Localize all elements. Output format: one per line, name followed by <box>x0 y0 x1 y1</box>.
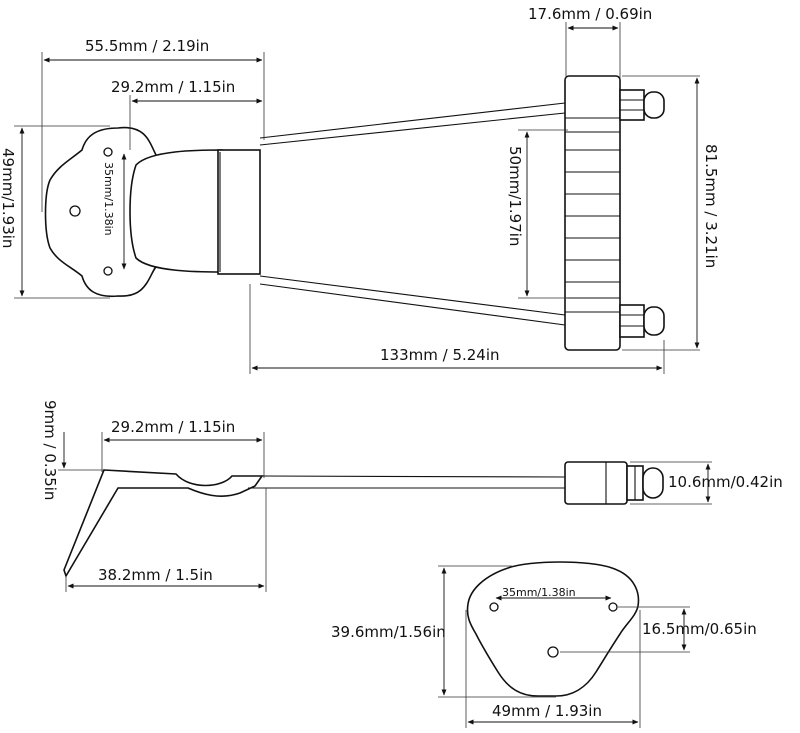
top-plate-height-label: 49mm/1.93in <box>0 148 17 248</box>
side-neck-length-label: 29.2mm / 1.15in <box>111 418 235 436</box>
side-body <box>63 469 264 578</box>
arm-length-label: 133mm / 5.24in <box>380 346 500 364</box>
plate-width-label: 49mm / 1.93in <box>492 702 602 720</box>
outer-span-label: 81.5mm / 3.21in <box>702 144 720 268</box>
top-neck-length-label: 29.2mm / 1.15in <box>111 78 235 96</box>
plate-hole-spacing-label: 35mm/1.38in <box>502 586 576 599</box>
top-neck <box>129 149 223 273</box>
inner-span-label: 50mm/1.97in <box>506 146 524 246</box>
plate-hole-offset-label: 16.5mm/0.65in <box>642 620 757 638</box>
side-base-length-label: 38.2mm / 1.5in <box>98 566 213 584</box>
side-view: 29.2mm / 1.15in 9mm / 0.35in 38.2mm / 1.… <box>41 400 783 592</box>
plate-outline <box>466 561 640 697</box>
top-arms <box>259 102 566 326</box>
plate-view: 35mm/1.38in 39.6mm/1.56in 16.5mm/0.65in … <box>331 561 757 728</box>
plate-height-label: 39.6mm/1.56in <box>331 623 446 641</box>
top-collar <box>217 149 261 275</box>
bar-width-label: 17.6mm / 0.69in <box>528 5 652 23</box>
side-bar-height-label: 10.6mm/0.42in <box>668 473 783 491</box>
top-hole-spacing-label: 35mm/1.38in <box>102 162 115 236</box>
side-bar <box>564 461 628 505</box>
top-total-length-label: 55.5mm / 2.19in <box>85 37 209 55</box>
top-bar-segments <box>565 117 620 313</box>
top-view: 55.5mm / 2.19in 29.2mm / 1.15in 49mm/1.9… <box>0 5 720 374</box>
side-height-label: 9mm / 0.35in <box>41 400 59 500</box>
top-screw-upper <box>619 89 665 121</box>
top-bar <box>564 75 621 351</box>
top-screw-lower <box>619 304 665 338</box>
